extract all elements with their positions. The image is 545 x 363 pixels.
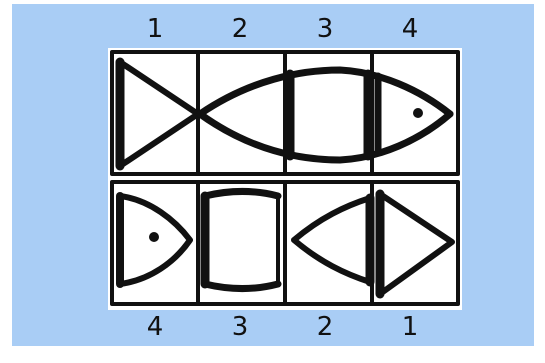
bottom-label-3: 2 <box>305 312 345 342</box>
top-label-2: 2 <box>220 14 260 44</box>
bottom-label-1: 4 <box>135 312 175 342</box>
top-label-4: 4 <box>390 14 430 44</box>
fish-eye-icon <box>413 108 423 118</box>
top-label-3: 3 <box>305 14 345 44</box>
top-label-1: 1 <box>135 14 175 44</box>
bottom-label-2: 3 <box>220 312 260 342</box>
piece-head-eye-icon <box>149 232 159 242</box>
bottom-label-4: 1 <box>390 312 430 342</box>
